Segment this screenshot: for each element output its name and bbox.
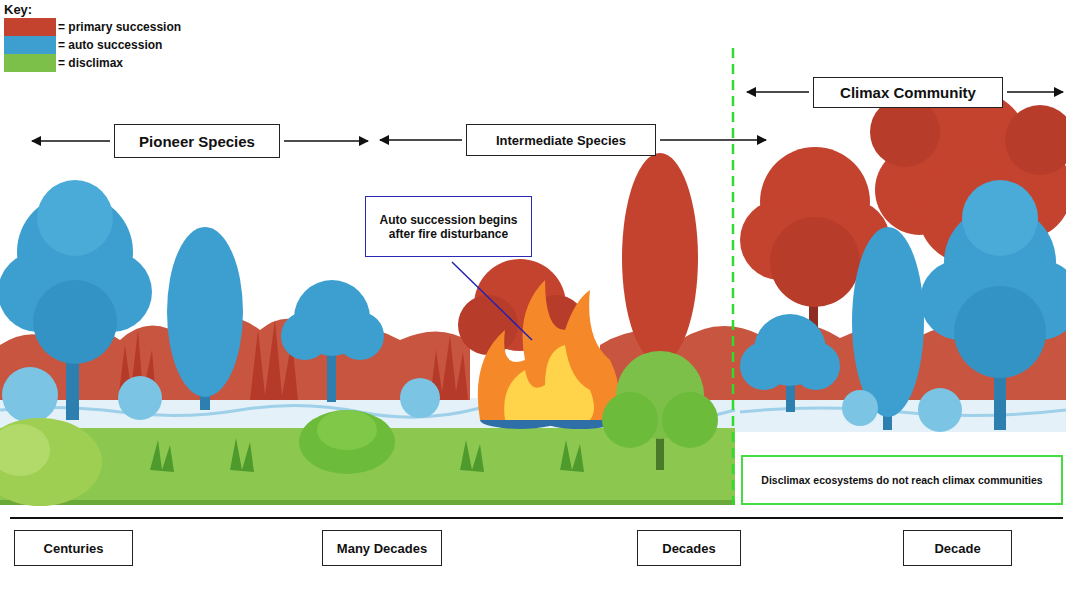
red-trees bbox=[1005, 105, 1066, 175]
red-trees bbox=[622, 153, 698, 363]
span-arrows bbox=[747, 91, 809, 93]
blue-trees bbox=[281, 312, 329, 360]
box-text: Many Decades bbox=[337, 541, 427, 556]
blue-trees bbox=[336, 312, 384, 360]
stage-box: Climax Community bbox=[813, 77, 1003, 108]
blue-trees bbox=[842, 390, 878, 426]
green-bushes bbox=[662, 392, 718, 448]
blue-trees bbox=[167, 227, 243, 397]
green-bushes bbox=[150, 438, 584, 472]
span-arrows bbox=[380, 139, 462, 141]
legend-swatch bbox=[4, 54, 56, 72]
divider-lines bbox=[732, 48, 735, 505]
blue-trees bbox=[37, 180, 113, 256]
box-text: Auto succession begins after fire distur… bbox=[374, 213, 523, 241]
blue-trees bbox=[962, 180, 1038, 256]
time-box: Centuries bbox=[14, 530, 133, 566]
box-text: Disclimax ecosystems do not reach climax… bbox=[761, 474, 1042, 486]
time-box: Decade bbox=[903, 530, 1012, 566]
fire bbox=[478, 280, 619, 420]
green-bushes bbox=[299, 410, 395, 474]
blue-trees bbox=[918, 388, 962, 432]
divider-lines bbox=[10, 48, 1063, 518]
leader-line bbox=[452, 262, 532, 340]
box-text: Centuries bbox=[44, 541, 104, 556]
fire bbox=[504, 345, 594, 420]
box-text: Decades bbox=[662, 541, 715, 556]
callout-box: Auto succession begins after fire distur… bbox=[365, 196, 532, 257]
box-text: Intermediate Species bbox=[496, 133, 626, 148]
green-bushes bbox=[317, 410, 377, 450]
box-text: Pioneer Species bbox=[139, 133, 255, 150]
span-arrows bbox=[660, 139, 766, 141]
green-bushes bbox=[0, 351, 718, 506]
divider-lines bbox=[10, 517, 1063, 519]
note-box: Disclimax ecosystems do not reach climax… bbox=[741, 455, 1063, 505]
span-arrows bbox=[1007, 91, 1063, 93]
red-trees bbox=[770, 217, 860, 307]
blue-trees bbox=[400, 378, 440, 418]
blue-trees bbox=[118, 376, 162, 420]
span-arrows bbox=[32, 140, 110, 142]
blue-trees bbox=[792, 342, 840, 390]
span-arrows bbox=[284, 140, 368, 142]
legend-swatch bbox=[4, 18, 56, 36]
legend-swatch bbox=[4, 36, 56, 54]
red-trees bbox=[458, 295, 518, 355]
stage-box: Intermediate Species bbox=[466, 124, 656, 156]
blue-trees bbox=[954, 286, 1046, 378]
stage-box: Pioneer Species bbox=[114, 124, 280, 158]
box-text: Decade bbox=[934, 541, 980, 556]
green-bushes bbox=[0, 424, 50, 476]
legend-text: = disclimax bbox=[58, 56, 123, 70]
box-text: Climax Community bbox=[840, 84, 976, 101]
blue-trees bbox=[852, 227, 924, 417]
blue-trees bbox=[0, 180, 1066, 432]
fire bbox=[478, 280, 619, 429]
blue-trees bbox=[2, 367, 58, 423]
blue-trees bbox=[740, 342, 788, 390]
key-heading: Key: bbox=[4, 2, 32, 17]
legend-text: = primary succession bbox=[58, 20, 181, 34]
leader-line bbox=[452, 262, 532, 340]
legend-text: = auto succession bbox=[58, 38, 162, 52]
green-bushes bbox=[602, 392, 658, 448]
blue-trees bbox=[33, 280, 117, 364]
time-box: Decades bbox=[637, 530, 741, 566]
green-bushes bbox=[0, 418, 102, 506]
ground bbox=[0, 500, 735, 505]
time-box: Many Decades bbox=[322, 530, 442, 566]
